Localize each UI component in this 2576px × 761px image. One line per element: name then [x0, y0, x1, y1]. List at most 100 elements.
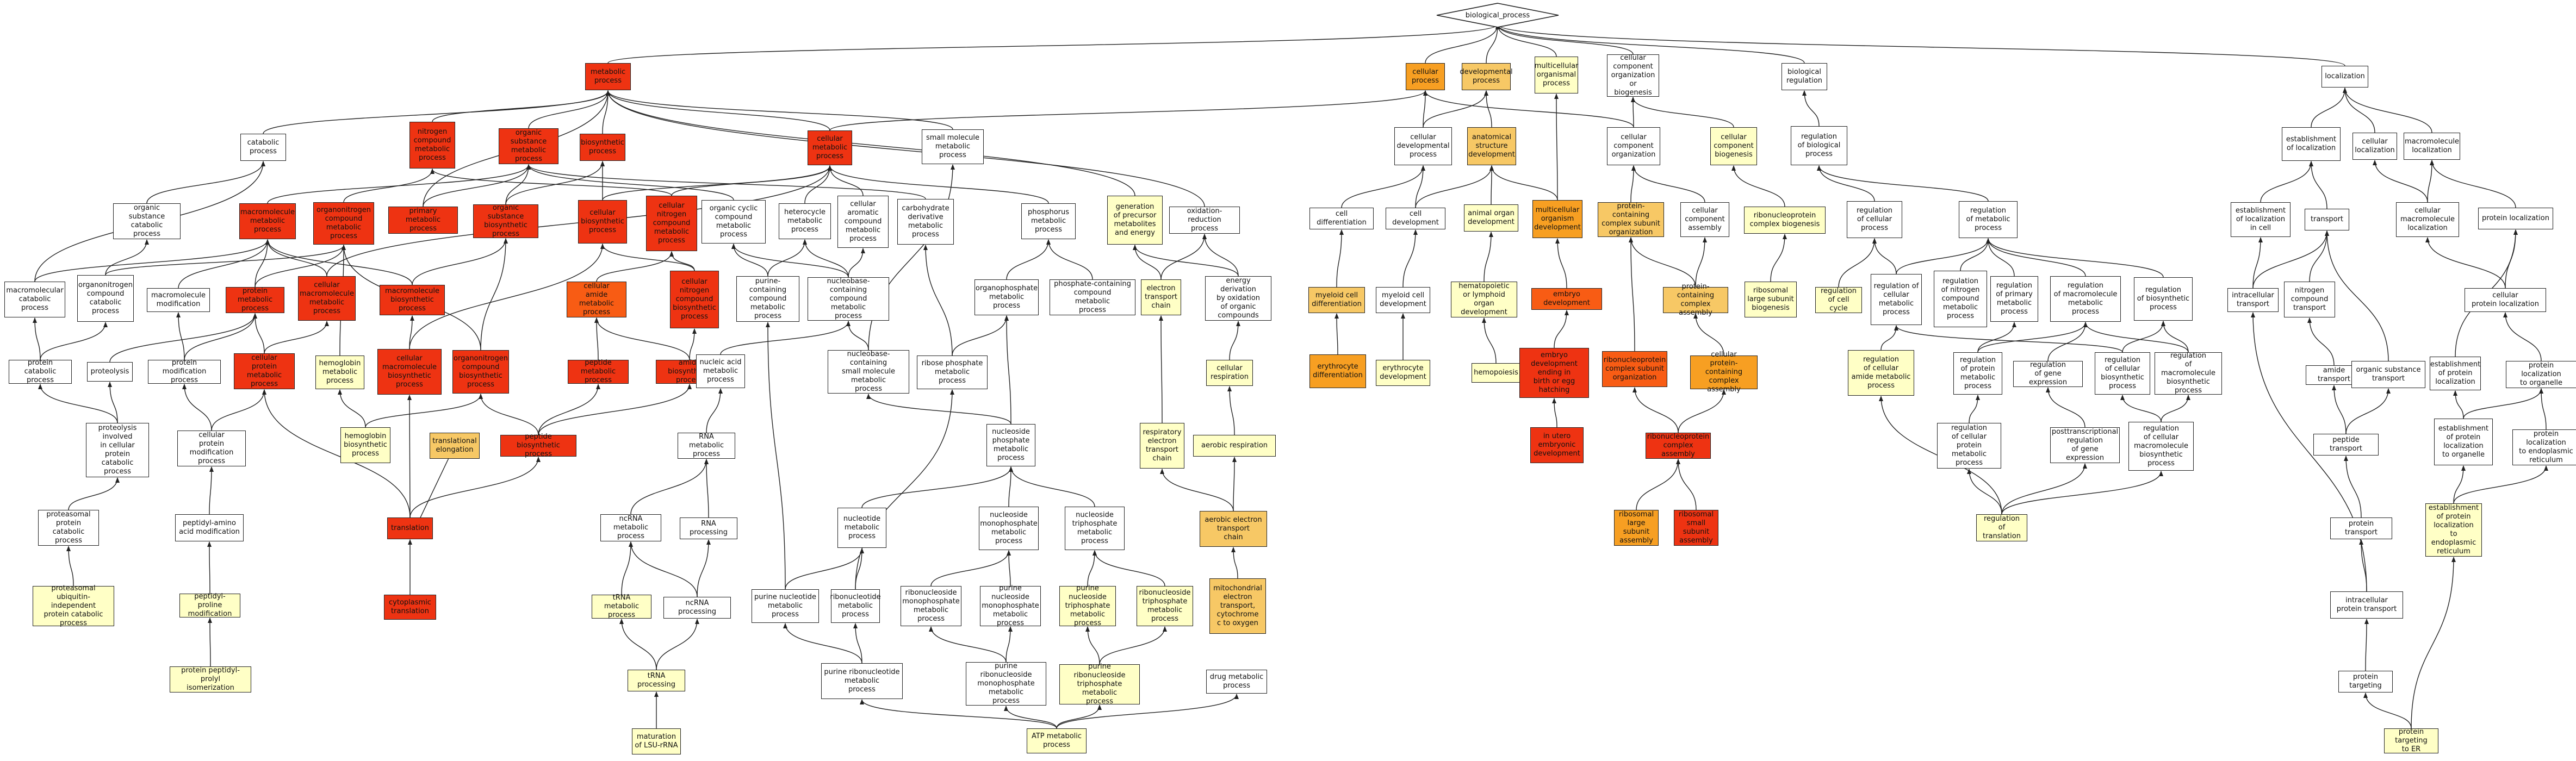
go-term-node[interactable]: nucleic acid metabolic process	[696, 354, 745, 388]
go-term-node[interactable]: regulation of cellular macromolecule bio…	[2128, 422, 2194, 471]
go-term-node[interactable]: regulation of macromolecule metabolic pr…	[2050, 276, 2121, 322]
go-term-node[interactable]: regulation of biosynthetic process	[2134, 277, 2193, 321]
go-term-node[interactable]: regulation of primary metabolic process	[1990, 276, 2038, 322]
go-term-node[interactable]: cellular macromolecule metabolic process	[298, 276, 356, 321]
go-term-node[interactable]: cellular component assembly	[1680, 202, 1729, 237]
go-term-node[interactable]: organic substance transport	[2351, 361, 2425, 388]
go-term-node[interactable]: cellular localization	[2352, 133, 2397, 160]
go-term-node[interactable]: cellular developmental process	[1394, 127, 1452, 165]
go-term-node[interactable]: aerobic respiration	[1193, 435, 1276, 457]
go-term-node[interactable]: cellular macromolecule biosynthetic proc…	[377, 349, 442, 395]
go-term-node[interactable]: establishment of localization	[2282, 127, 2341, 161]
go-term-node[interactable]: protein modification process	[148, 359, 221, 384]
go-term-node[interactable]: cellular aromatic compound metabolic pro…	[837, 196, 889, 248]
go-term-node[interactable]: nitrogen compound transport	[2284, 282, 2335, 317]
go-term-node[interactable]: generation of precursor metabolites and …	[1107, 196, 1163, 245]
go-term-node[interactable]: protein localization to organelle	[2506, 361, 2576, 388]
go-term-node[interactable]: purine ribonucleoside monophosphate meta…	[966, 662, 1046, 706]
go-term-node[interactable]: ribonucleoside triphosphate metabolic pr…	[1137, 586, 1193, 626]
go-term-node[interactable]: regulation of gene expression	[2013, 361, 2083, 387]
go-term-node[interactable]: ribosomal large subunit assembly	[1614, 510, 1659, 546]
go-term-node[interactable]: catabolic process	[240, 134, 286, 161]
go-term-node[interactable]: cell development	[1386, 208, 1445, 229]
go-term-node[interactable]: translational elongation	[430, 433, 480, 459]
go-term-node[interactable]: purine ribonucleotide metabolic process	[821, 663, 903, 699]
go-term-node[interactable]: establishment of protein localization	[2430, 357, 2481, 390]
go-term-node[interactable]: biological regulation	[1782, 63, 1827, 90]
go-term-node[interactable]: intracellular protein transport	[2330, 591, 2403, 619]
go-term-node[interactable]: cellular nitrogen compound biosynthetic …	[670, 271, 719, 328]
go-term-node[interactable]: proteolysis	[87, 362, 133, 382]
go-term-node[interactable]: regulation of biological process	[1791, 126, 1847, 165]
go-term-node[interactable]: nucleoside phosphate metabolic process	[986, 424, 1035, 466]
go-term-node[interactable]: oxidation-reduction process	[1169, 207, 1240, 234]
go-term-node[interactable]: posttranscriptional regulation of gene e…	[2050, 427, 2120, 463]
go-term-node[interactable]: electron transport chain	[1141, 279, 1181, 315]
go-term-node[interactable]: cellular protein modification process	[177, 431, 246, 466]
go-term-node[interactable]: phosphate-containing compound metabolic …	[1050, 279, 1135, 315]
go-term-node[interactable]: cellular protein-containing complex asse…	[1690, 351, 1758, 394]
go-term-node[interactable]: nitrogen compound metabolic process	[409, 122, 455, 169]
go-term-node[interactable]: organic cyclic compound metabolic proces…	[702, 200, 766, 244]
go-term-node[interactable]: macromolecule metabolic process	[239, 203, 296, 239]
go-term-node[interactable]: purine nucleoside triphosphate metabolic…	[1059, 584, 1116, 627]
go-term-node[interactable]: regulation of cellular process	[1847, 201, 1902, 238]
go-term-node[interactable]: protein peptidyl-prolyl isomerization	[170, 666, 251, 693]
go-term-node[interactable]: erythrocyte development	[1376, 360, 1430, 386]
go-term-node[interactable]: protein transport	[2330, 517, 2392, 539]
go-term-node[interactable]: multicellular organism development	[1532, 200, 1582, 238]
go-term-node[interactable]: purine nucleotide metabolic process	[752, 589, 819, 623]
go-term-node[interactable]: organic substance catabolic process	[113, 203, 181, 239]
go-term-node[interactable]: anatomical structure development	[1467, 127, 1516, 165]
go-term-node[interactable]: cellular component organization or bioge…	[1607, 54, 1659, 97]
go-term-node[interactable]: peptide biosynthetic process	[500, 433, 576, 458]
go-term-node[interactable]: ribosomal large subunit biogenesis	[1745, 282, 1797, 317]
go-term-node[interactable]: purine ribonucleoside triphosphate metab…	[1059, 663, 1140, 706]
go-term-node[interactable]: protein localization to endoplasmic reti…	[2512, 429, 2576, 465]
go-term-node[interactable]: drug metabolic process	[1206, 670, 1267, 694]
go-term-node[interactable]: nucleoside monophosphate metabolic proce…	[979, 507, 1039, 550]
go-term-node[interactable]: organic substance biosynthetic process	[473, 204, 538, 238]
go-term-node[interactable]: hemopoiesis	[1472, 363, 1520, 383]
go-term-node[interactable]: macromolecule localization	[2404, 133, 2460, 160]
go-term-node[interactable]: regulation of cellular protein metabolic…	[1937, 423, 2001, 469]
go-term-node[interactable]: cellular component biogenesis	[1710, 127, 1757, 165]
go-term-node[interactable]: proteolysis involved in cellular protein…	[86, 423, 149, 477]
go-term-node[interactable]: RNA metabolic process	[678, 433, 735, 459]
go-term-node[interactable]: macromolecule modification	[147, 288, 210, 312]
go-term-node[interactable]: regulation of protein metabolic process	[1953, 352, 2002, 395]
go-term-node[interactable]: organophosphate metabolic process	[974, 279, 1039, 315]
go-term-node[interactable]: cellular biosynthetic process	[578, 200, 627, 244]
go-term-node[interactable]: developmental process	[1460, 63, 1513, 90]
go-term-node[interactable]: aerobic electron transport chain	[1200, 511, 1267, 547]
go-term-node[interactable]: protein localization	[2478, 208, 2553, 229]
go-term-node[interactable]: proteasomal ubiquitin-independent protei…	[33, 584, 114, 627]
go-term-node[interactable]: ncRNA metabolic process	[600, 514, 661, 541]
go-term-node[interactable]: myeloid cell development	[1376, 287, 1430, 313]
go-term-node[interactable]: regulation of cellular metabolic process	[1871, 274, 1922, 325]
go-term-node[interactable]: regulation of cellular biosynthetic proc…	[2095, 352, 2150, 395]
go-term-node[interactable]: regulation of metabolic process	[1959, 201, 2018, 238]
go-term-node[interactable]: biosynthetic process	[580, 134, 625, 161]
go-term-node[interactable]: ribonucleoside monophosphate metabolic p…	[901, 586, 961, 626]
go-term-node[interactable]: cellular metabolic process	[808, 130, 852, 165]
go-term-node[interactable]: macromolecular catabolic process	[4, 282, 65, 317]
go-term-node[interactable]: protein targeting	[2338, 671, 2393, 693]
go-term-node[interactable]: establishment of protein localization to…	[2434, 419, 2493, 465]
go-term-node[interactable]: purine-containing compound metabolic pro…	[736, 276, 799, 322]
go-term-node[interactable]: translation	[387, 517, 433, 539]
go-term-node[interactable]: peptidyl-proline modification	[179, 592, 240, 618]
go-term-node[interactable]: metabolic process	[585, 63, 631, 90]
go-term-node[interactable]: proteasomal protein catabolic process	[38, 510, 99, 546]
go-term-node[interactable]: ribonucleotide metabolic process	[830, 589, 881, 623]
go-term-node[interactable]: ribosomal small subunit assembly	[1674, 510, 1718, 546]
go-term-node[interactable]: cellular protein localization	[2465, 288, 2546, 312]
go-term-node[interactable]: establishment of protein localization to…	[2425, 503, 2482, 557]
go-term-node[interactable]: hemoglobin biosynthetic process	[340, 427, 390, 463]
go-term-node[interactable]: embryo development ending in birth or eg…	[1519, 348, 1589, 398]
go-term-node[interactable]: cellular component organization	[1607, 127, 1660, 165]
go-term-node[interactable]: ATP metabolic process	[1027, 728, 1087, 753]
go-term-node[interactable]: cellular macromolecule localization	[2396, 202, 2459, 237]
go-term-node[interactable]: transport	[2305, 209, 2349, 230]
go-term-node[interactable]: multicellular organismal process	[1535, 57, 1578, 93]
